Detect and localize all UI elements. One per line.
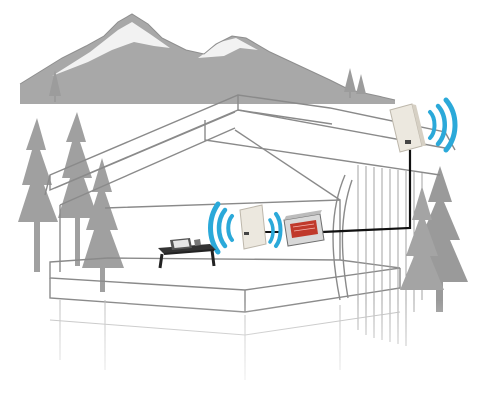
outdoor-antenna: [389, 103, 426, 153]
pine-tree: [58, 112, 98, 218]
distant-trees: [49, 68, 366, 102]
roof-outline: [44, 94, 456, 196]
mountain-left: [20, 14, 395, 104]
mountain-range: [19, 13, 396, 104]
left-trees: [18, 112, 124, 292]
distant-tree: [344, 68, 356, 92]
distant-tree: [49, 70, 61, 96]
pine-tree: [18, 118, 58, 222]
panel-antenna-icon: [239, 204, 267, 250]
table-with-phone: [158, 238, 216, 269]
indoor-signal-waves-right: [268, 212, 283, 248]
table-top: [158, 244, 216, 254]
mountain-ridge-line: [19, 13, 396, 101]
outdoor-signal-waves: [428, 97, 458, 153]
distant-tree: [356, 74, 366, 94]
signal-booster: [283, 210, 325, 247]
smartphone-icon: [170, 238, 192, 250]
side-wall-curve: [332, 174, 346, 301]
mountain-snow: [52, 22, 258, 76]
coax-cable: [321, 150, 412, 234]
pine-tree: [82, 158, 124, 268]
indoor-signal-waves-left: [208, 201, 234, 255]
indoor-antenna: [239, 204, 267, 250]
